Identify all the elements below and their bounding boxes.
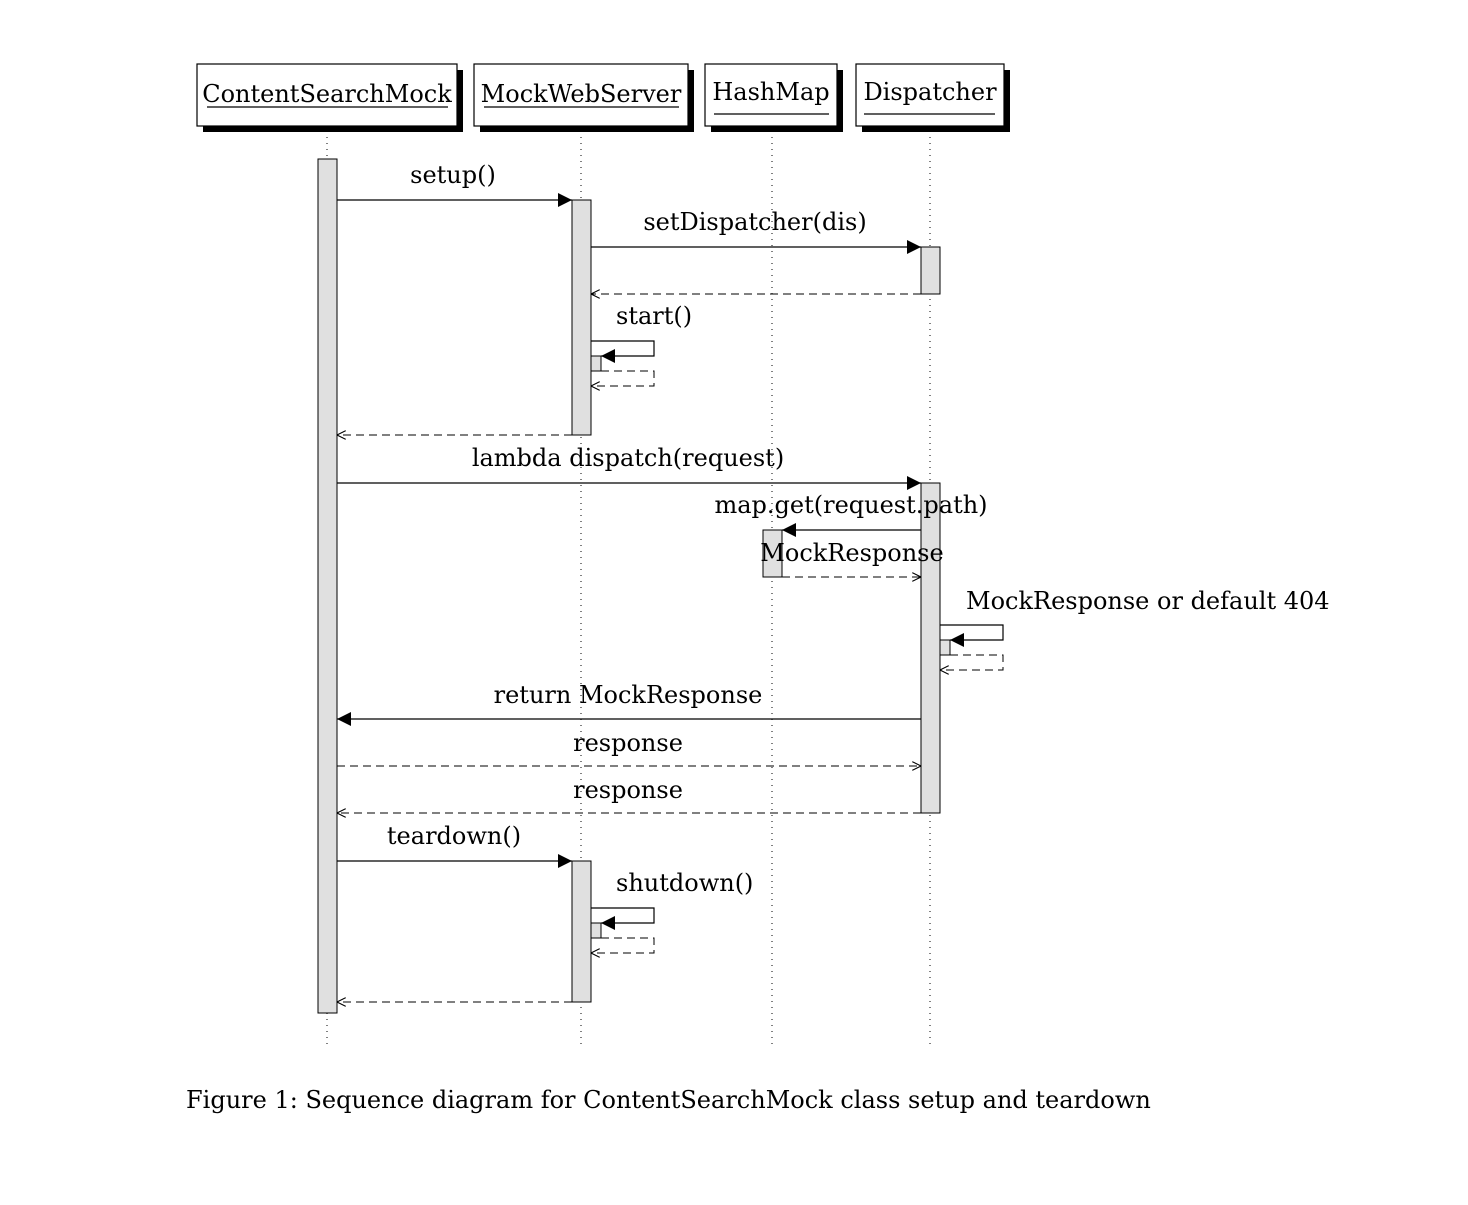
- activation-dispatcher-set: [920, 246, 941, 295]
- participant-mock-web-server: MockWebServer: [473, 63, 694, 132]
- participant-name: HashMap: [712, 78, 829, 106]
- message-label: map.get(request.path): [714, 491, 987, 519]
- activation-dispatcher-dispatch: [920, 482, 941, 814]
- message-response-to-content-search-mock: response: [337, 776, 921, 813]
- message-arrow: [940, 624, 1004, 647]
- message-start: start(): [591, 302, 692, 386]
- activation-mock-web-server-start: [590, 355, 602, 372]
- participant-hashmap: HashMap: [704, 63, 843, 132]
- activation-hashmap-get: [762, 529, 783, 578]
- message-lambda-dispatch: lambda dispatch(request): [337, 444, 921, 490]
- message-label: MockResponse: [760, 539, 943, 567]
- activation-content-search-mock: [317, 158, 338, 1014]
- message-return-arrow: [591, 370, 655, 386]
- message-response-to-dispatcher: response: [337, 729, 921, 766]
- figure-caption: Figure 1: Sequence diagram for ContentSe…: [186, 1086, 1151, 1114]
- activation-mock-web-server-teardown: [571, 860, 592, 1003]
- participant-name: ContentSearchMock: [202, 80, 452, 108]
- message-label: start(): [616, 302, 692, 330]
- message-label: teardown(): [387, 822, 521, 850]
- message-arrow: [591, 340, 655, 363]
- message-label: setDispatcher(dis): [643, 208, 866, 236]
- message-teardown: teardown(): [337, 822, 572, 868]
- message-label: response: [573, 729, 683, 757]
- message-return-arrow: [591, 937, 655, 953]
- message-label: setup(): [410, 161, 496, 189]
- message-set-dispatcher: setDispatcher(dis): [591, 208, 921, 254]
- message-map-get: map.get(request.path): [714, 491, 988, 537]
- message-or-default: MockResponse or default 404: [940, 587, 1330, 670]
- activation-dispatcher-self: [939, 639, 951, 656]
- lifelines: [326, 131, 931, 1046]
- message-label: MockResponse or default 404: [966, 587, 1330, 615]
- participant-name: MockWebServer: [481, 80, 682, 108]
- participant-name: Dispatcher: [863, 78, 997, 106]
- message-label: lambda dispatch(request): [472, 444, 784, 472]
- message-map-get-return: MockResponse: [760, 539, 944, 577]
- message-label: shutdown(): [616, 869, 753, 897]
- message-shutdown: shutdown(): [591, 869, 753, 953]
- activations: [317, 158, 951, 1014]
- message-arrow: [591, 907, 655, 930]
- message-label: response: [573, 776, 683, 804]
- message-return-mock-response: return MockResponse: [337, 681, 921, 726]
- participant-dispatcher: Dispatcher: [855, 63, 1010, 132]
- participant-content-search-mock: ContentSearchMock: [196, 63, 463, 132]
- activation-mock-web-server-shutdown: [590, 922, 602, 939]
- activation-mock-web-server-setup: [571, 199, 592, 436]
- message-return-arrow: [940, 654, 1004, 670]
- message-label: return MockResponse: [494, 681, 763, 709]
- message-setup: setup(): [337, 161, 572, 207]
